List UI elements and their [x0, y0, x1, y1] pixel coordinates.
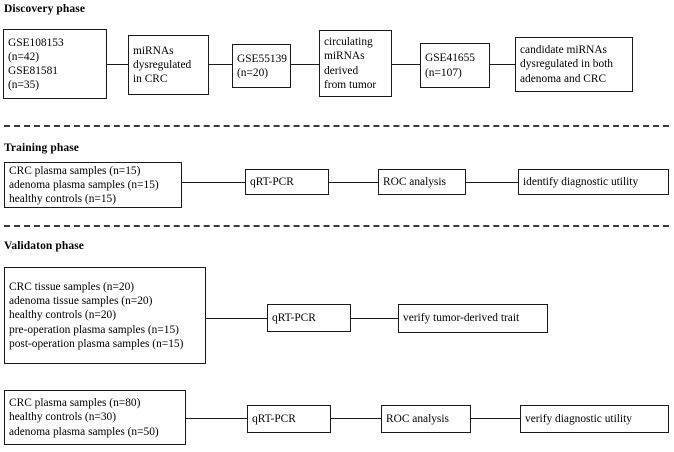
phase-title-discovery: Discovery phase: [4, 3, 86, 15]
node-gse55139[interactable]: GSE55139 (n=20): [232, 44, 291, 88]
connector-validation-2: [350, 318, 399, 319]
node-validation-tissue-samples[interactable]: CRC tissue samples (n=20) adenoma tissue…: [4, 267, 206, 364]
node-line: adenoma and CRC: [520, 72, 607, 85]
node-line: GSE41655: [425, 52, 475, 65]
node-validation-outcome-1[interactable]: verify tumor-derived trait: [398, 304, 548, 333]
node-line: candidate miRNAs: [520, 44, 607, 57]
node-gse41655[interactable]: GSE41655 (n=107): [420, 43, 490, 88]
node-line: GSE108153: [8, 36, 64, 49]
connector-validation-5: [470, 418, 521, 419]
node-line: CRC plasma samples (n=15): [9, 164, 141, 177]
node-line: derived: [324, 64, 359, 77]
phase-divider-1: [4, 125, 669, 127]
node-line: (n=35): [8, 79, 40, 92]
node-line: post-operation plasma samples (n=15): [9, 337, 184, 350]
node-validation-qrtpcr-1[interactable]: qRT-PCR: [267, 304, 351, 332]
node-line: dysregulated in both: [520, 58, 614, 71]
connector-discovery-2: [208, 64, 233, 65]
node-training-outcome[interactable]: identify diagnostic utility: [518, 169, 669, 195]
node-line: GSE81581: [8, 65, 58, 77]
node-line: CRC plasma samples (n=80): [9, 397, 141, 410]
node-mirnas-dysregulated[interactable]: miRNAs dysregulated in CRC: [128, 35, 209, 95]
node-line: ROC analysis: [386, 412, 449, 425]
node-line: adenoma plasma samples (n=50): [9, 425, 159, 438]
node-line: qRT-PCR: [252, 412, 296, 425]
node-validation-qrtpcr-2[interactable]: qRT-PCR: [247, 405, 331, 433]
node-line: verify tumor-derived trait: [403, 312, 520, 325]
node-line: adenoma plasma samples (n=15): [9, 178, 159, 191]
node-line: healthy controls (n=30): [9, 411, 117, 424]
node-line: miRNAs: [133, 44, 174, 57]
node-line: (n=20): [237, 67, 269, 79]
node-circulating-mirnas[interactable]: circulating miRNAs derived from tumor: [319, 30, 392, 97]
phase-title-training: Training phase: [4, 142, 79, 154]
node-training-qrtpcr[interactable]: qRT-PCR: [245, 169, 329, 195]
node-training-samples[interactable]: CRC plasma samples (n=15) adenoma plasma…: [4, 162, 182, 208]
node-line: (n=42): [8, 50, 40, 63]
node-line: qRT-PCR: [272, 311, 316, 324]
connector-validation-4: [330, 418, 381, 419]
connector-training-3: [465, 182, 519, 183]
node-line: from tumor: [324, 78, 377, 91]
connector-discovery-3: [290, 64, 320, 65]
connector-validation-1: [205, 318, 268, 319]
node-gse-datasets[interactable]: GSE108153 (n=42) GSE81581 (n=35): [3, 29, 107, 99]
node-line: healthy controls (n=20): [9, 309, 117, 322]
node-validation-plasma-samples[interactable]: CRC plasma samples (n=80) healthy contro…: [4, 390, 186, 445]
node-line: dysregulated: [133, 58, 192, 71]
node-candidate-mirnas[interactable]: candidate miRNAs dysregulated in both ad…: [515, 37, 633, 92]
node-line: healthy controls (n=15): [9, 193, 117, 206]
node-line: pre-operation plasma samples (n=15): [9, 323, 179, 336]
connector-discovery-1: [106, 64, 129, 65]
node-line: ROC analysis: [383, 175, 446, 188]
node-line: (n=107): [425, 66, 462, 79]
node-validation-roc[interactable]: ROC analysis: [381, 405, 471, 433]
connector-validation-3: [185, 418, 247, 419]
node-validation-outcome-2[interactable]: verify diagnostic utility: [520, 405, 669, 433]
connector-discovery-5: [489, 64, 516, 65]
node-line: identify diagnostic utility: [523, 175, 639, 188]
node-line: verify diagnostic utility: [525, 412, 632, 425]
connector-discovery-4: [391, 64, 421, 65]
node-line: circulating: [324, 36, 373, 49]
phase-divider-2: [4, 225, 669, 227]
node-training-roc[interactable]: ROC analysis: [378, 169, 466, 195]
node-line: CRC tissue samples (n=20): [9, 280, 135, 293]
node-line: miRNAs: [324, 50, 365, 63]
node-line: adenoma tissue samples (n=20): [9, 295, 153, 308]
node-line: qRT-PCR: [250, 175, 294, 188]
node-line: in CRC: [133, 73, 168, 86]
connector-training-2: [328, 182, 379, 183]
phase-title-validation: Validaton phase: [4, 240, 85, 252]
connector-training-1: [181, 182, 246, 183]
node-line: GSE55139: [237, 52, 287, 65]
